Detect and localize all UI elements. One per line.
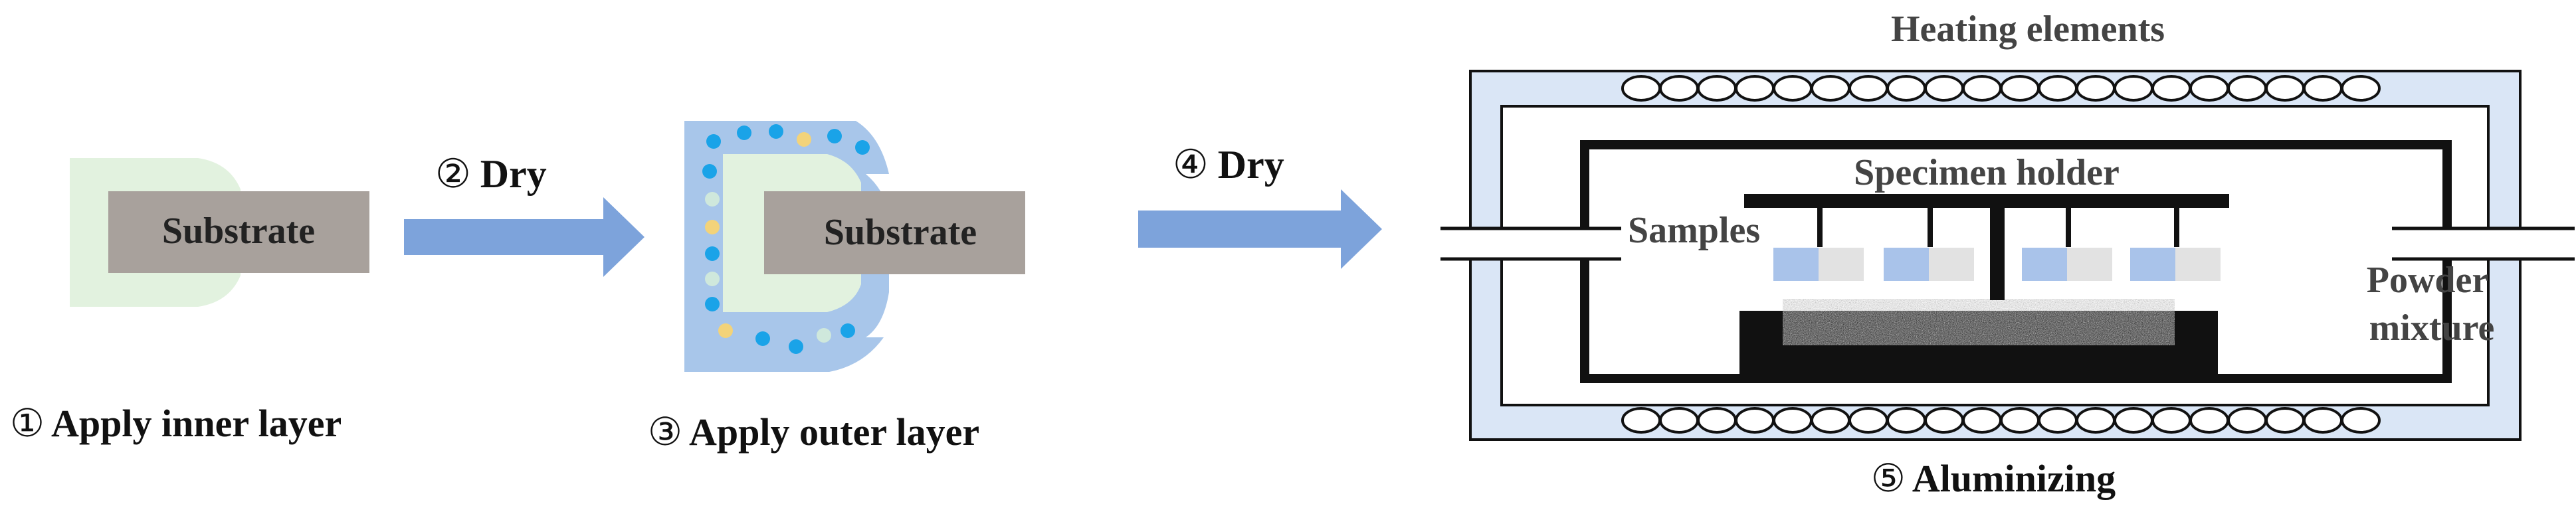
powder-mixture-label: Powder mixture	[2367, 260, 2498, 349]
heating-coil	[2227, 407, 2267, 434]
coating-particles	[702, 124, 870, 354]
heating-coil	[2076, 75, 2116, 102]
specimen-holder-stem	[1990, 206, 2005, 300]
heating-coil	[2265, 75, 2305, 102]
heating-coil	[2114, 75, 2153, 102]
substrate-block	[764, 191, 1025, 274]
step3-illustration: Substrate	[684, 121, 1025, 372]
heating-coil	[1621, 407, 1661, 434]
specimen-holder-bar	[1744, 194, 2229, 208]
step1-illustration: Substrate	[70, 158, 369, 307]
heating-coil	[1924, 407, 1964, 434]
heating-coil	[2303, 75, 2343, 102]
heating-coil	[1886, 407, 1926, 434]
retort-wall	[1580, 140, 2452, 228]
heating-coil	[1773, 75, 1813, 102]
bottom-heating-coils	[1621, 407, 2381, 434]
heating-coil	[2341, 407, 2381, 434]
samples-label: Samples	[1628, 210, 1760, 251]
aluminizing-furnace: Heating elements	[1440, 9, 2575, 500]
step5-number: ⑤	[1871, 457, 1906, 500]
heating-coil	[2303, 407, 2343, 434]
step1-number: ①	[10, 402, 45, 445]
heating-coil	[1735, 407, 1775, 434]
heating-coil	[2151, 407, 2191, 434]
powder-mixture	[1783, 299, 2175, 345]
arrow-shape	[404, 197, 644, 277]
heating-coil	[1848, 407, 1888, 434]
step3-number: ③	[648, 410, 682, 454]
heating-coil	[1962, 407, 2002, 434]
heating-coil	[1811, 75, 1850, 102]
outlet-pipe-gap	[2392, 228, 2575, 259]
heating-coil	[2076, 407, 2116, 434]
heating-coil	[1621, 75, 1661, 102]
heating-coil	[2151, 75, 2191, 102]
sample-hangers	[1817, 206, 2179, 247]
top-heating-coils	[1621, 75, 2381, 102]
heating-coil	[1811, 407, 1850, 434]
substrate-block	[108, 191, 369, 273]
powder-label-line2: mixture	[2369, 307, 2495, 349]
heating-coil	[2189, 407, 2229, 434]
step2-number: ②	[435, 152, 471, 196]
heating-coil	[1697, 407, 1737, 434]
powder-label-line1: Powder	[2367, 260, 2488, 301]
arrow-shape	[1138, 189, 1382, 269]
heating-coil	[2114, 407, 2153, 434]
heating-coil	[1962, 75, 2002, 102]
inlet-pipe-gap	[1440, 228, 1621, 259]
heating-coil	[1773, 407, 1813, 434]
heating-coil	[2227, 75, 2267, 102]
heating-coil	[2265, 407, 2305, 434]
heating-coil	[1659, 75, 1699, 102]
heating-coil	[1848, 75, 1888, 102]
substrate-label: Substrate	[824, 212, 977, 253]
heating-elements-label: Heating elements	[1891, 9, 2165, 50]
heating-coil	[2000, 75, 2040, 102]
substrate-label: Substrate	[162, 211, 315, 252]
heating-coil	[2038, 407, 2078, 434]
heating-coil	[2000, 407, 2040, 434]
heating-coil	[2189, 75, 2229, 102]
heating-coil	[2038, 75, 2078, 102]
heating-coil	[1735, 75, 1775, 102]
heating-coil	[1697, 75, 1737, 102]
specimen-holder-label: Specimen holder	[1854, 152, 2120, 193]
samples	[1773, 248, 2221, 281]
heating-coil	[1659, 407, 1699, 434]
heating-coil	[1886, 75, 1926, 102]
step4-number: ④	[1173, 143, 1209, 187]
heating-coil	[2341, 75, 2381, 102]
heating-coil	[1924, 75, 1964, 102]
